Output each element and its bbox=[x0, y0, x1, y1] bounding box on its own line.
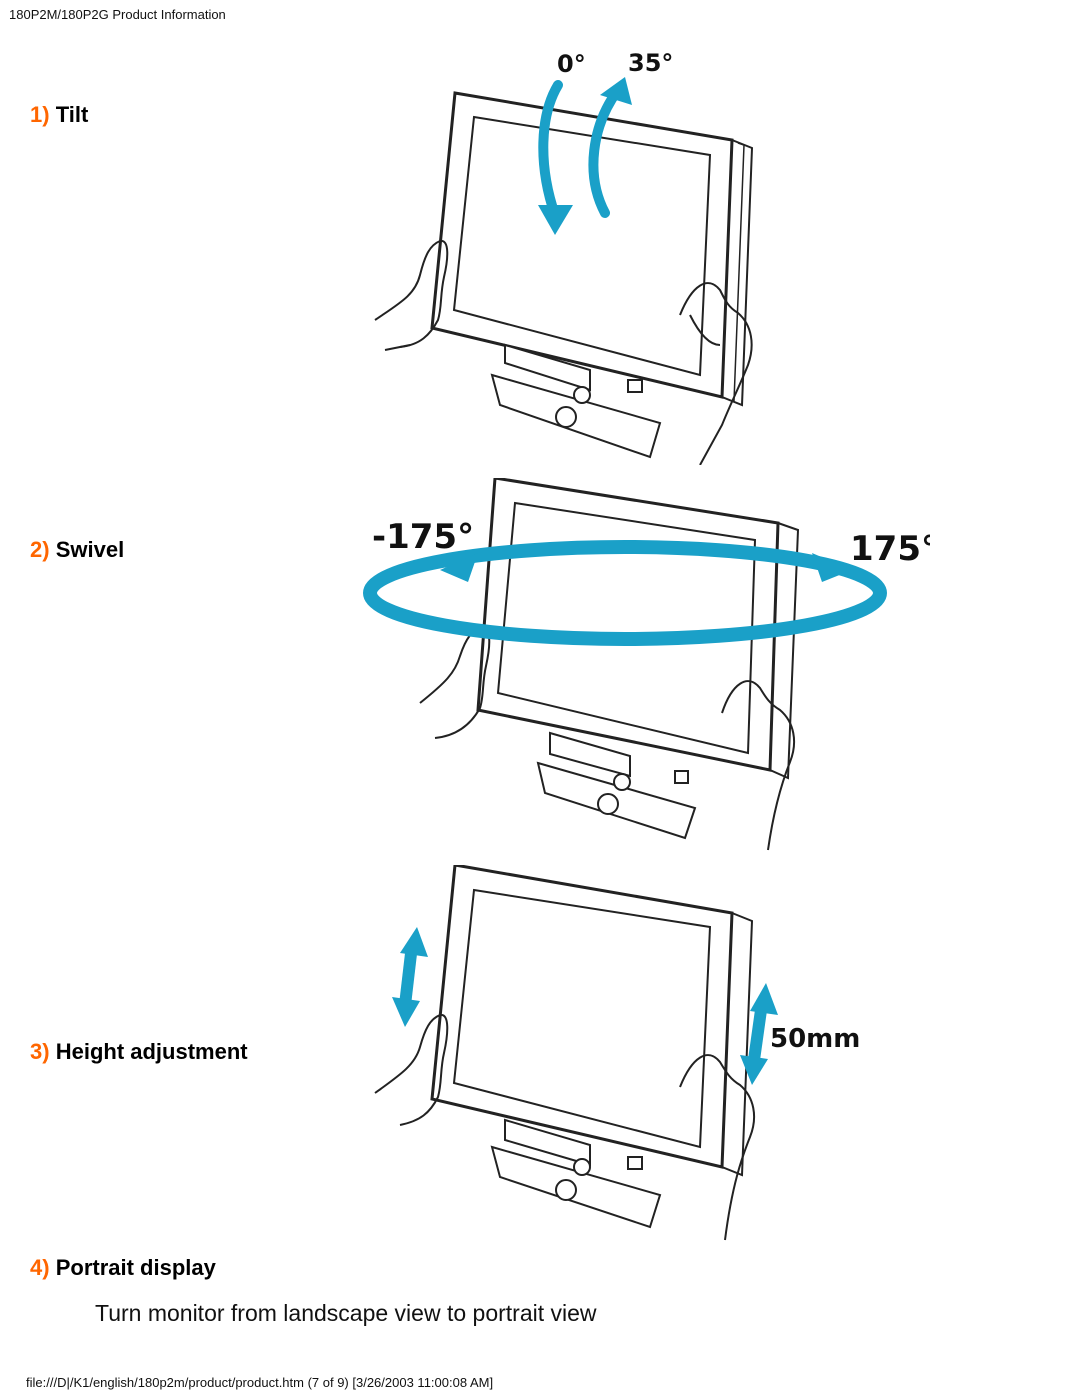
page-header: 180P2M/180P2G Product Information bbox=[9, 7, 226, 22]
height-arrow-left bbox=[399, 944, 418, 1006]
tilt-label-start: 0° bbox=[557, 50, 586, 78]
heading-height-number: 3 bbox=[30, 1039, 43, 1064]
heading-swivel-title: Swivel bbox=[55, 537, 125, 562]
tilt-down-arrow bbox=[538, 80, 563, 220]
heading-tilt-title: Tilt bbox=[55, 102, 89, 127]
heading-portrait: 4) Portrait display bbox=[30, 1255, 216, 1281]
heading-portrait-title: Portrait display bbox=[55, 1255, 216, 1280]
page-footer: file:///D|/K1/english/180p2m/product/pro… bbox=[26, 1375, 494, 1390]
heading-portrait-number: 4 bbox=[30, 1255, 43, 1280]
heading-height-paren: ) bbox=[42, 1039, 50, 1064]
height-illustration: 50mm bbox=[374, 865, 860, 1241]
tilt-illustration: 0° 35° bbox=[374, 49, 754, 465]
tilt-label-end: 35° bbox=[628, 49, 673, 77]
swivel-label-left: -175° bbox=[372, 517, 474, 557]
swivel-ring-arrow bbox=[363, 540, 887, 646]
heading-tilt-paren: ) bbox=[42, 102, 50, 127]
swivel-illustration: -175° 175° bbox=[363, 478, 930, 851]
heading-tilt: 1) Tilt bbox=[30, 102, 88, 128]
heading-swivel: 2) Swivel bbox=[30, 537, 124, 563]
heading-portrait-paren: ) bbox=[42, 1255, 50, 1280]
height-label: 50mm bbox=[770, 1024, 860, 1054]
heading-height-title: Height adjustment bbox=[55, 1039, 248, 1064]
heading-swivel-paren: ) bbox=[42, 537, 50, 562]
tilt-up-arrow bbox=[588, 85, 623, 218]
heading-swivel-number: 2 bbox=[30, 537, 43, 562]
portrait-caption: Turn monitor from landscape view to port… bbox=[95, 1300, 597, 1326]
heading-height: 3) Height adjustment bbox=[30, 1039, 248, 1065]
monitor-screen bbox=[452, 115, 712, 377]
heading-tilt-number: 1 bbox=[30, 102, 43, 127]
swivel-label-right: 175° bbox=[850, 529, 930, 569]
